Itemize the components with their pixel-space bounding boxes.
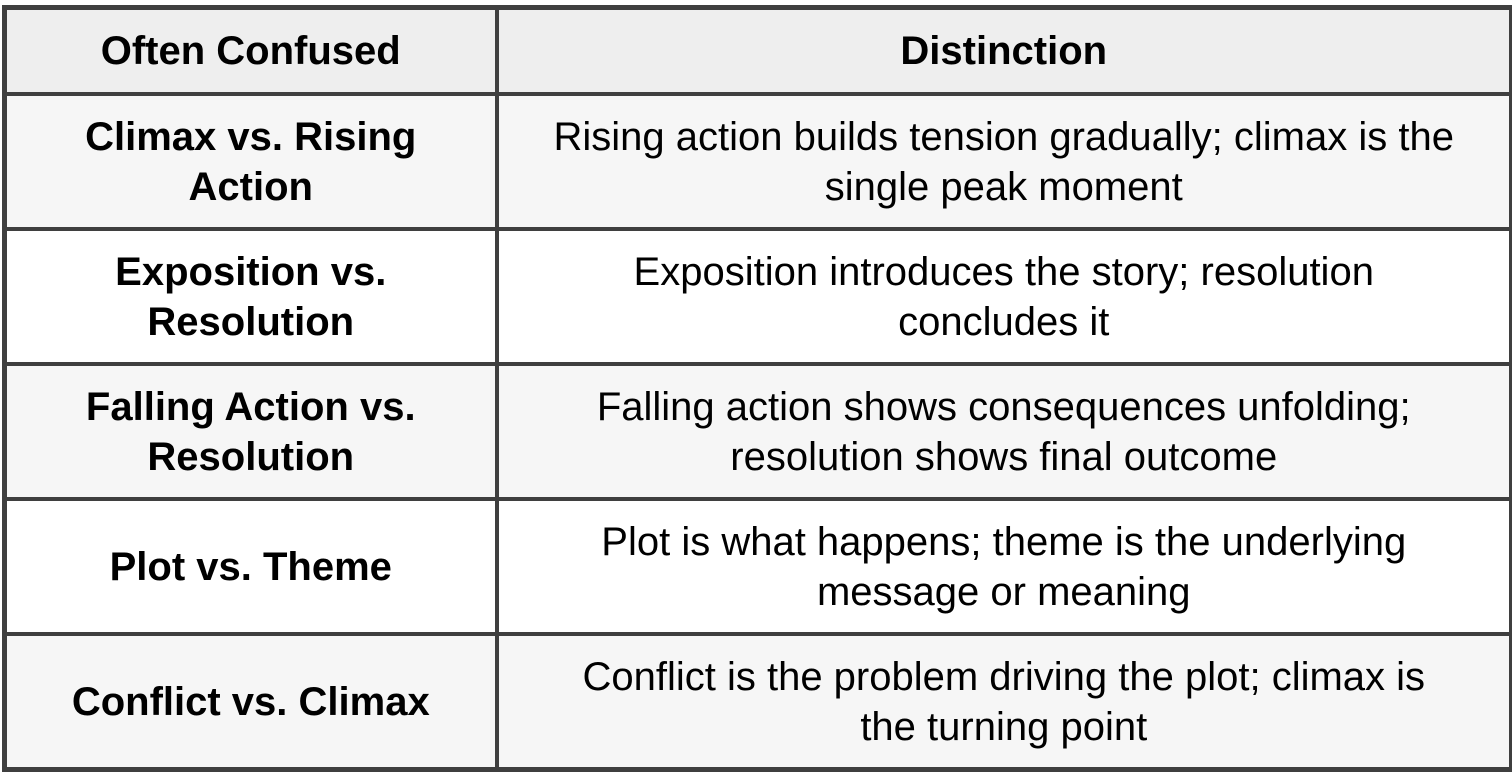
distinction-cell: Rising action builds tension gradually; … xyxy=(494,92,1512,231)
comparison-table: Often Confused Distinction Climax vs. Ri… xyxy=(2,5,1512,772)
table-row: Conflict vs. Climax Conflict is the prob… xyxy=(2,632,1512,772)
term-cell: Falling Action vs. Resolution xyxy=(2,362,499,501)
distinction-cell: Conflict is the problem driving the plot… xyxy=(494,632,1512,772)
distinction-cell: Falling action shows consequences unfold… xyxy=(494,362,1512,501)
term-cell: Exposition vs. Resolution xyxy=(2,227,499,366)
table-row: Plot vs. Theme Plot is what happens; the… xyxy=(2,497,1512,636)
term-cell: Plot vs. Theme xyxy=(2,497,499,636)
table-row: Falling Action vs. Resolution Falling ac… xyxy=(2,362,1512,501)
distinction-cell: Plot is what happens; theme is the under… xyxy=(494,497,1512,636)
table-row: Climax vs. Rising Action Rising action b… xyxy=(2,92,1512,231)
term-cell: Climax vs. Rising Action xyxy=(2,92,499,231)
term-cell: Conflict vs. Climax xyxy=(2,632,499,772)
column-header-distinction: Distinction xyxy=(494,5,1512,96)
table-row: Exposition vs. Resolution Exposition int… xyxy=(2,227,1512,366)
column-header-often-confused: Often Confused xyxy=(2,5,499,96)
header-row: Often Confused Distinction xyxy=(2,5,1512,96)
distinction-cell: Exposition introduces the story; resolut… xyxy=(494,227,1512,366)
